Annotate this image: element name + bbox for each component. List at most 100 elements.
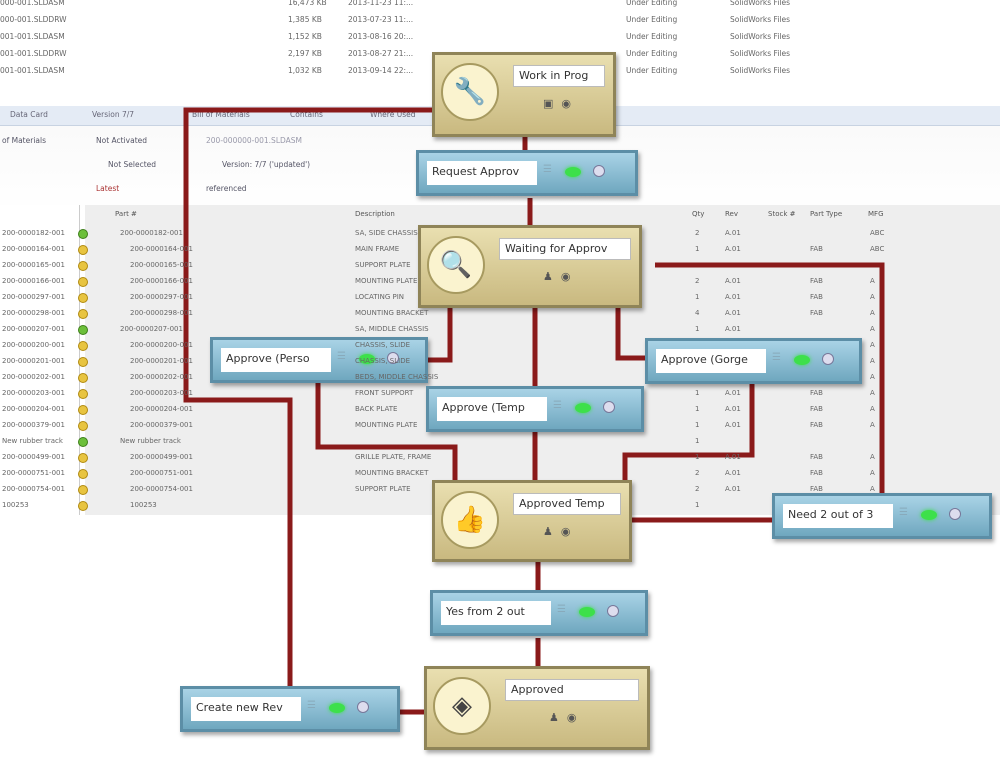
tab-contains[interactable]: Contains [290, 110, 323, 119]
transition-label: Approve (Perso [221, 348, 331, 372]
col-description[interactable]: Description [355, 210, 395, 218]
help-icon [607, 605, 619, 617]
info-icon: ◉ [560, 270, 571, 283]
transition-label: Approve (Temp [437, 397, 547, 421]
file-size: 1,385 KB [288, 15, 322, 24]
help-icon [822, 353, 834, 365]
tab-where-used[interactable]: Where Used [370, 110, 416, 119]
file-type: SolidWorks Files [730, 49, 791, 58]
tab-data-card[interactable]: Data Card [10, 110, 48, 119]
notification-icon [794, 355, 810, 365]
bom-dropdown[interactable]: of Materials [2, 136, 46, 145]
file-date: 2013-08-27 21:... [348, 49, 414, 58]
tree-item[interactable]: 200-0000203-001 [2, 389, 65, 397]
tree-item[interactable]: 200-0000166-001 [2, 277, 65, 285]
col-part[interactable]: Part # [115, 210, 137, 218]
state-approved-temp[interactable]: 👍 Approved Temp ♟◉ [432, 480, 632, 562]
notification-icon [921, 510, 937, 520]
state-approved[interactable]: ◈ Approved ♟◉ [424, 666, 650, 750]
conditions-icon: ☰ [307, 700, 316, 711]
transition-need[interactable]: Need 2 out of 3 ☰ [772, 493, 992, 539]
line-gorge-to-approved-temp [622, 382, 755, 480]
tree-item[interactable]: New rubber track [2, 437, 63, 445]
file-type: SolidWorks Files [730, 0, 791, 7]
tree-item[interactable]: 200-0000379-001 [2, 421, 65, 429]
line-waiting-to-gorge [615, 308, 645, 361]
col-stock[interactable]: Stock # [768, 210, 796, 218]
file-state: Under Editing [626, 15, 678, 24]
transition-approve-temp[interactable]: Approve (Temp ☰ [426, 386, 644, 432]
tree-item[interactable]: 200-0000207-001 [2, 325, 65, 333]
conditions-icon: ☰ [337, 351, 346, 362]
col-qty[interactable]: Qty [692, 210, 705, 218]
col-rev[interactable]: Rev [725, 210, 738, 218]
tree-item[interactable]: 200-0000182-001 [2, 229, 65, 237]
file-size: 2,197 KB [288, 49, 322, 58]
info-icon: ◉ [561, 97, 572, 110]
tree-item[interactable]: 200-0000165-001 [2, 261, 65, 269]
file-state: Under Editing [626, 49, 678, 58]
tree-item[interactable]: 200-0000200-001 [2, 341, 65, 349]
transition-yes[interactable]: Yes from 2 out ☰ [430, 590, 648, 636]
tree-item[interactable]: 200-0000164-001 [2, 245, 65, 253]
tree-panel[interactable] [0, 205, 80, 515]
file-name: 000-001.SLDASM [0, 0, 65, 7]
referenced-dropdown[interactable]: referenced [206, 184, 247, 193]
conditions-icon: ☰ [553, 400, 562, 411]
file-title: 200-000000-001.SLDASM [206, 136, 303, 145]
version-dropdown[interactable]: Version: 7/7 ('updated') [222, 160, 311, 169]
selected-dropdown[interactable]: Not Selected [108, 160, 157, 169]
file-row[interactable]: 000-001.SLDDRW 1,385 KB 2013-07-23 11:... U… [0, 15, 820, 30]
review-icon: 🔍 [427, 236, 485, 294]
conditions-icon: ☰ [899, 507, 908, 518]
tree-item[interactable]: 200-0000201-001 [2, 357, 65, 365]
conditions-icon: ☰ [557, 604, 566, 615]
file-date: 2013-07-23 11:... [348, 15, 414, 24]
file-size: 1,032 KB [288, 66, 322, 75]
state-label: Approved [505, 679, 639, 701]
state-label: Work in Prog [513, 65, 605, 87]
transition-approve-gorge[interactable]: Approve (Gorge ☰ [645, 338, 862, 384]
file-name: 000-001.SLDDRW [0, 15, 67, 24]
file-state: Under Editing [626, 32, 678, 41]
notification-icon [579, 607, 595, 617]
file-name: 001-001.SLDDRW [0, 49, 67, 58]
transition-request[interactable]: Request Approv ☰ [416, 150, 638, 196]
help-icon [357, 701, 369, 713]
tree-item[interactable]: 200-0000297-001 [2, 293, 65, 301]
col-mfg[interactable]: MFG [868, 210, 884, 218]
file-date: 2013-09-14 22:... [348, 66, 414, 75]
conditions-icon: ☰ [543, 164, 552, 175]
state-waiting-for-approval[interactable]: 🔍 Waiting for Approv ♟◉ [418, 225, 642, 308]
help-icon [603, 401, 615, 413]
file-row[interactable]: 001-001.SLDDRW 2,197 KB 2013-08-27 21:... U… [0, 49, 820, 64]
info-icon: ◉ [566, 711, 577, 724]
activated-dropdown[interactable]: Not Activated [96, 136, 148, 145]
latest-dropdown[interactable]: Latest [96, 184, 120, 193]
conditions-icon: ☰ [772, 352, 781, 363]
transition-create[interactable]: Create new Rev ☰ [180, 686, 400, 732]
tree-item[interactable]: 200-0000298-001 [2, 309, 65, 317]
transition-approve-perso[interactable]: Approve (Perso ☰ [210, 337, 428, 383]
state-work-in-progress[interactable]: 🔧 Work in Prog ▣◉ [432, 52, 616, 137]
tree-item[interactable]: 100253 [2, 501, 29, 509]
permissions-icon: ♟ [543, 270, 553, 283]
transition-label: Need 2 out of 3 [783, 504, 893, 528]
file-size: 16,473 KB [288, 0, 327, 7]
file-type: SolidWorks Files [730, 66, 791, 75]
col-part-type[interactable]: Part Type [810, 210, 843, 218]
wrench-icon: 🔧 [441, 63, 499, 121]
tree-item[interactable]: 200-0000751-001 [2, 469, 65, 477]
tab-version[interactable]: Version 7/7 [92, 110, 135, 119]
notification-icon [359, 354, 375, 364]
tree-item[interactable]: 200-0000204-001 [2, 405, 65, 413]
transition-label: Create new Rev [191, 697, 301, 721]
tab-bom[interactable]: Bill of Materials [192, 110, 250, 119]
file-size: 1,152 KB [288, 32, 322, 41]
tree-item[interactable]: 200-0000499-001 [2, 453, 65, 461]
tree-item[interactable]: 200-0000202-001 [2, 373, 65, 381]
tree-item[interactable]: 200-0000754-001 [2, 485, 65, 493]
